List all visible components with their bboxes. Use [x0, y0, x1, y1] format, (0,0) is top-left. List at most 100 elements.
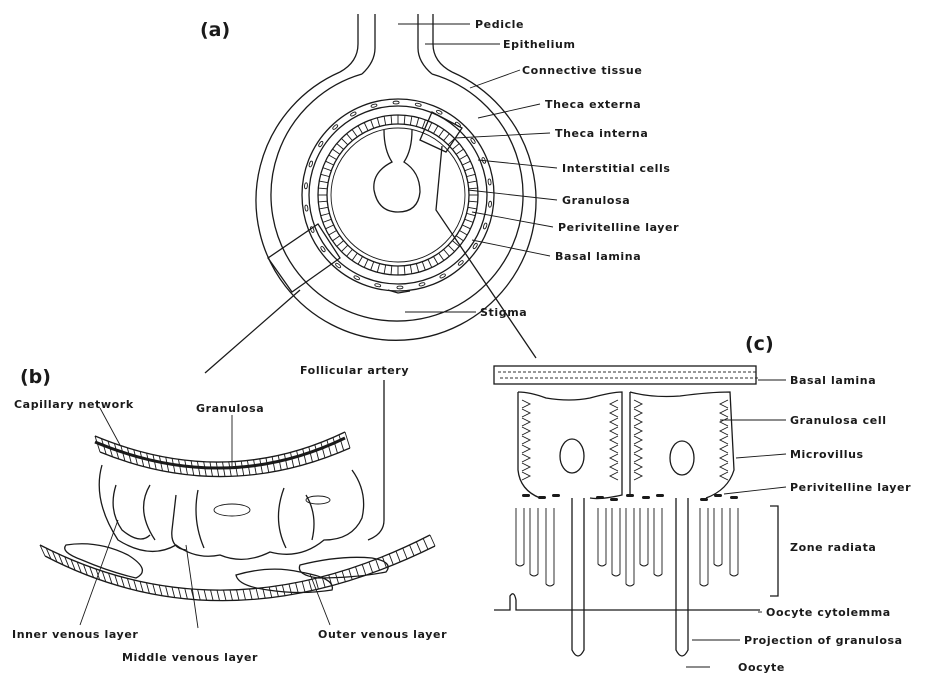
granulosa-band-tick [339, 435, 344, 451]
label-follicular-artery: Follicular artery [300, 364, 409, 377]
outer-boundary-tick [410, 545, 415, 556]
granulosa-tick [439, 129, 444, 136]
pedicle-wall-left-inner [362, 14, 375, 74]
outer-boundary-tick [243, 589, 246, 600]
microvillus-zigzag [634, 445, 642, 453]
outer-boundary-tick [127, 578, 130, 589]
granulosa-tick [459, 231, 467, 236]
granulosa-band-tick [327, 440, 331, 456]
label-basal-lamina-c: Basal lamina [790, 374, 876, 387]
granulosa-tick [391, 115, 392, 124]
microvillus-zigzag [522, 418, 530, 426]
perivitelline-dash [626, 494, 634, 497]
outer-boundary-tick [369, 562, 373, 573]
granulosa-tick [422, 262, 425, 270]
outer-boundary-tick [349, 569, 352, 580]
outer-boundary-tick [217, 590, 220, 601]
granulosa-tick [469, 188, 478, 189]
label-basal-lamina-a: Basal lamina [555, 250, 641, 263]
microvilli-marks [522, 400, 728, 480]
granulosa-tick [371, 262, 374, 270]
microvillus-zigzag [634, 436, 642, 444]
interstitial-cell [483, 223, 488, 230]
label-stigma: Stigma [480, 306, 527, 319]
label-perivitelline-a: Perivitelline layer [558, 221, 679, 234]
granulosa-tick [444, 249, 450, 256]
granulosa-tick [321, 174, 330, 176]
outer-boundary-tick [140, 581, 143, 592]
outer-boundary-tick [237, 590, 240, 601]
interstitial-cell [488, 179, 492, 185]
granulosa-tick [332, 149, 339, 154]
outer-boundary-tick [159, 585, 162, 596]
label-middle-venous-layer: Middle venous layer [122, 651, 258, 664]
granulosa-nucleus-left [560, 439, 584, 473]
label-perivitelline-c: Perivitelline layer [790, 481, 911, 494]
microvillus-zigzag [720, 427, 728, 435]
granulosa-tick [319, 207, 328, 209]
granulosa-tick [332, 236, 339, 241]
granulosa-cell-right [630, 392, 734, 498]
granulosa-tick [452, 144, 459, 150]
perivitelline-dash [642, 496, 650, 499]
pedicle-wall-right-outer [433, 14, 452, 72]
granulosa-tick [321, 213, 330, 215]
outer-boundary-tick [362, 564, 366, 575]
leaders-c [686, 380, 786, 667]
label-projection-of-granulosa: Projection of granulosa [744, 634, 903, 647]
basal-lamina-band [494, 366, 756, 384]
zona-projection [546, 508, 554, 586]
interstitial-cell [397, 286, 403, 289]
zona-projection [700, 508, 708, 586]
granulosa-band-tick [321, 442, 325, 457]
interstitial-cell [488, 201, 491, 207]
granulosa-nucleus-right [670, 441, 694, 475]
panel-a-label: (a) [200, 19, 230, 41]
zona-radiata-projections [516, 508, 738, 586]
outer-boundary-tick [376, 559, 380, 570]
panel-b-label: (b) [20, 366, 51, 388]
label-interstitial-cells: Interstitial cells [562, 162, 671, 175]
granulosa-tick [318, 201, 327, 202]
granulosa-band-tick [303, 449, 307, 464]
label-theca-interna: Theca interna [555, 127, 648, 140]
granulosa-tick [444, 134, 450, 141]
zona-projection [730, 508, 738, 576]
follicle-section-a [205, 14, 536, 373]
granulosa-tick [337, 144, 344, 150]
granulosa-tick [428, 259, 432, 267]
granulosa-tick [456, 149, 463, 154]
microvillus-zigzag [720, 445, 728, 453]
zona-projection [654, 508, 662, 576]
outer-boundary-tick [309, 580, 312, 591]
outer-boundary-tick [153, 584, 156, 595]
granulosa-tick [323, 168, 331, 171]
microvillus-zigzag [610, 454, 618, 462]
label-microvillus: Microvillus [790, 448, 864, 461]
granulosa-projection-left [572, 498, 584, 656]
granulosa-tick [465, 219, 473, 222]
microvillus-zigzag [610, 400, 618, 408]
granulosa-tick [371, 120, 374, 128]
granulosa-tick [416, 118, 418, 127]
granulosa-tick [439, 253, 444, 260]
zona-projection [612, 508, 620, 576]
interstitial-cell-marks [304, 101, 491, 289]
granulosa-tick [462, 225, 470, 229]
outer-boundary-tick [121, 577, 124, 588]
microvillus-zigzag [522, 454, 530, 462]
outer-boundary-tick [396, 551, 400, 562]
interstitial-cell [353, 275, 360, 280]
granulosa-tick [347, 134, 353, 141]
microvillus-zigzag [720, 400, 728, 408]
interstitial-cell [415, 103, 421, 107]
labels-b: Follicular artery Capillary network Gran… [12, 364, 447, 664]
interstitial-cell [375, 283, 381, 287]
granulosa-tick [352, 253, 357, 260]
microvillus-zigzag [522, 472, 530, 480]
connector-to-b [205, 290, 300, 373]
outer-boundary-tick [269, 587, 272, 598]
label-zone-radiata: Zone radiata [790, 541, 876, 554]
outer-boundary-upper [40, 535, 430, 590]
theca-interna-ring [309, 106, 487, 284]
